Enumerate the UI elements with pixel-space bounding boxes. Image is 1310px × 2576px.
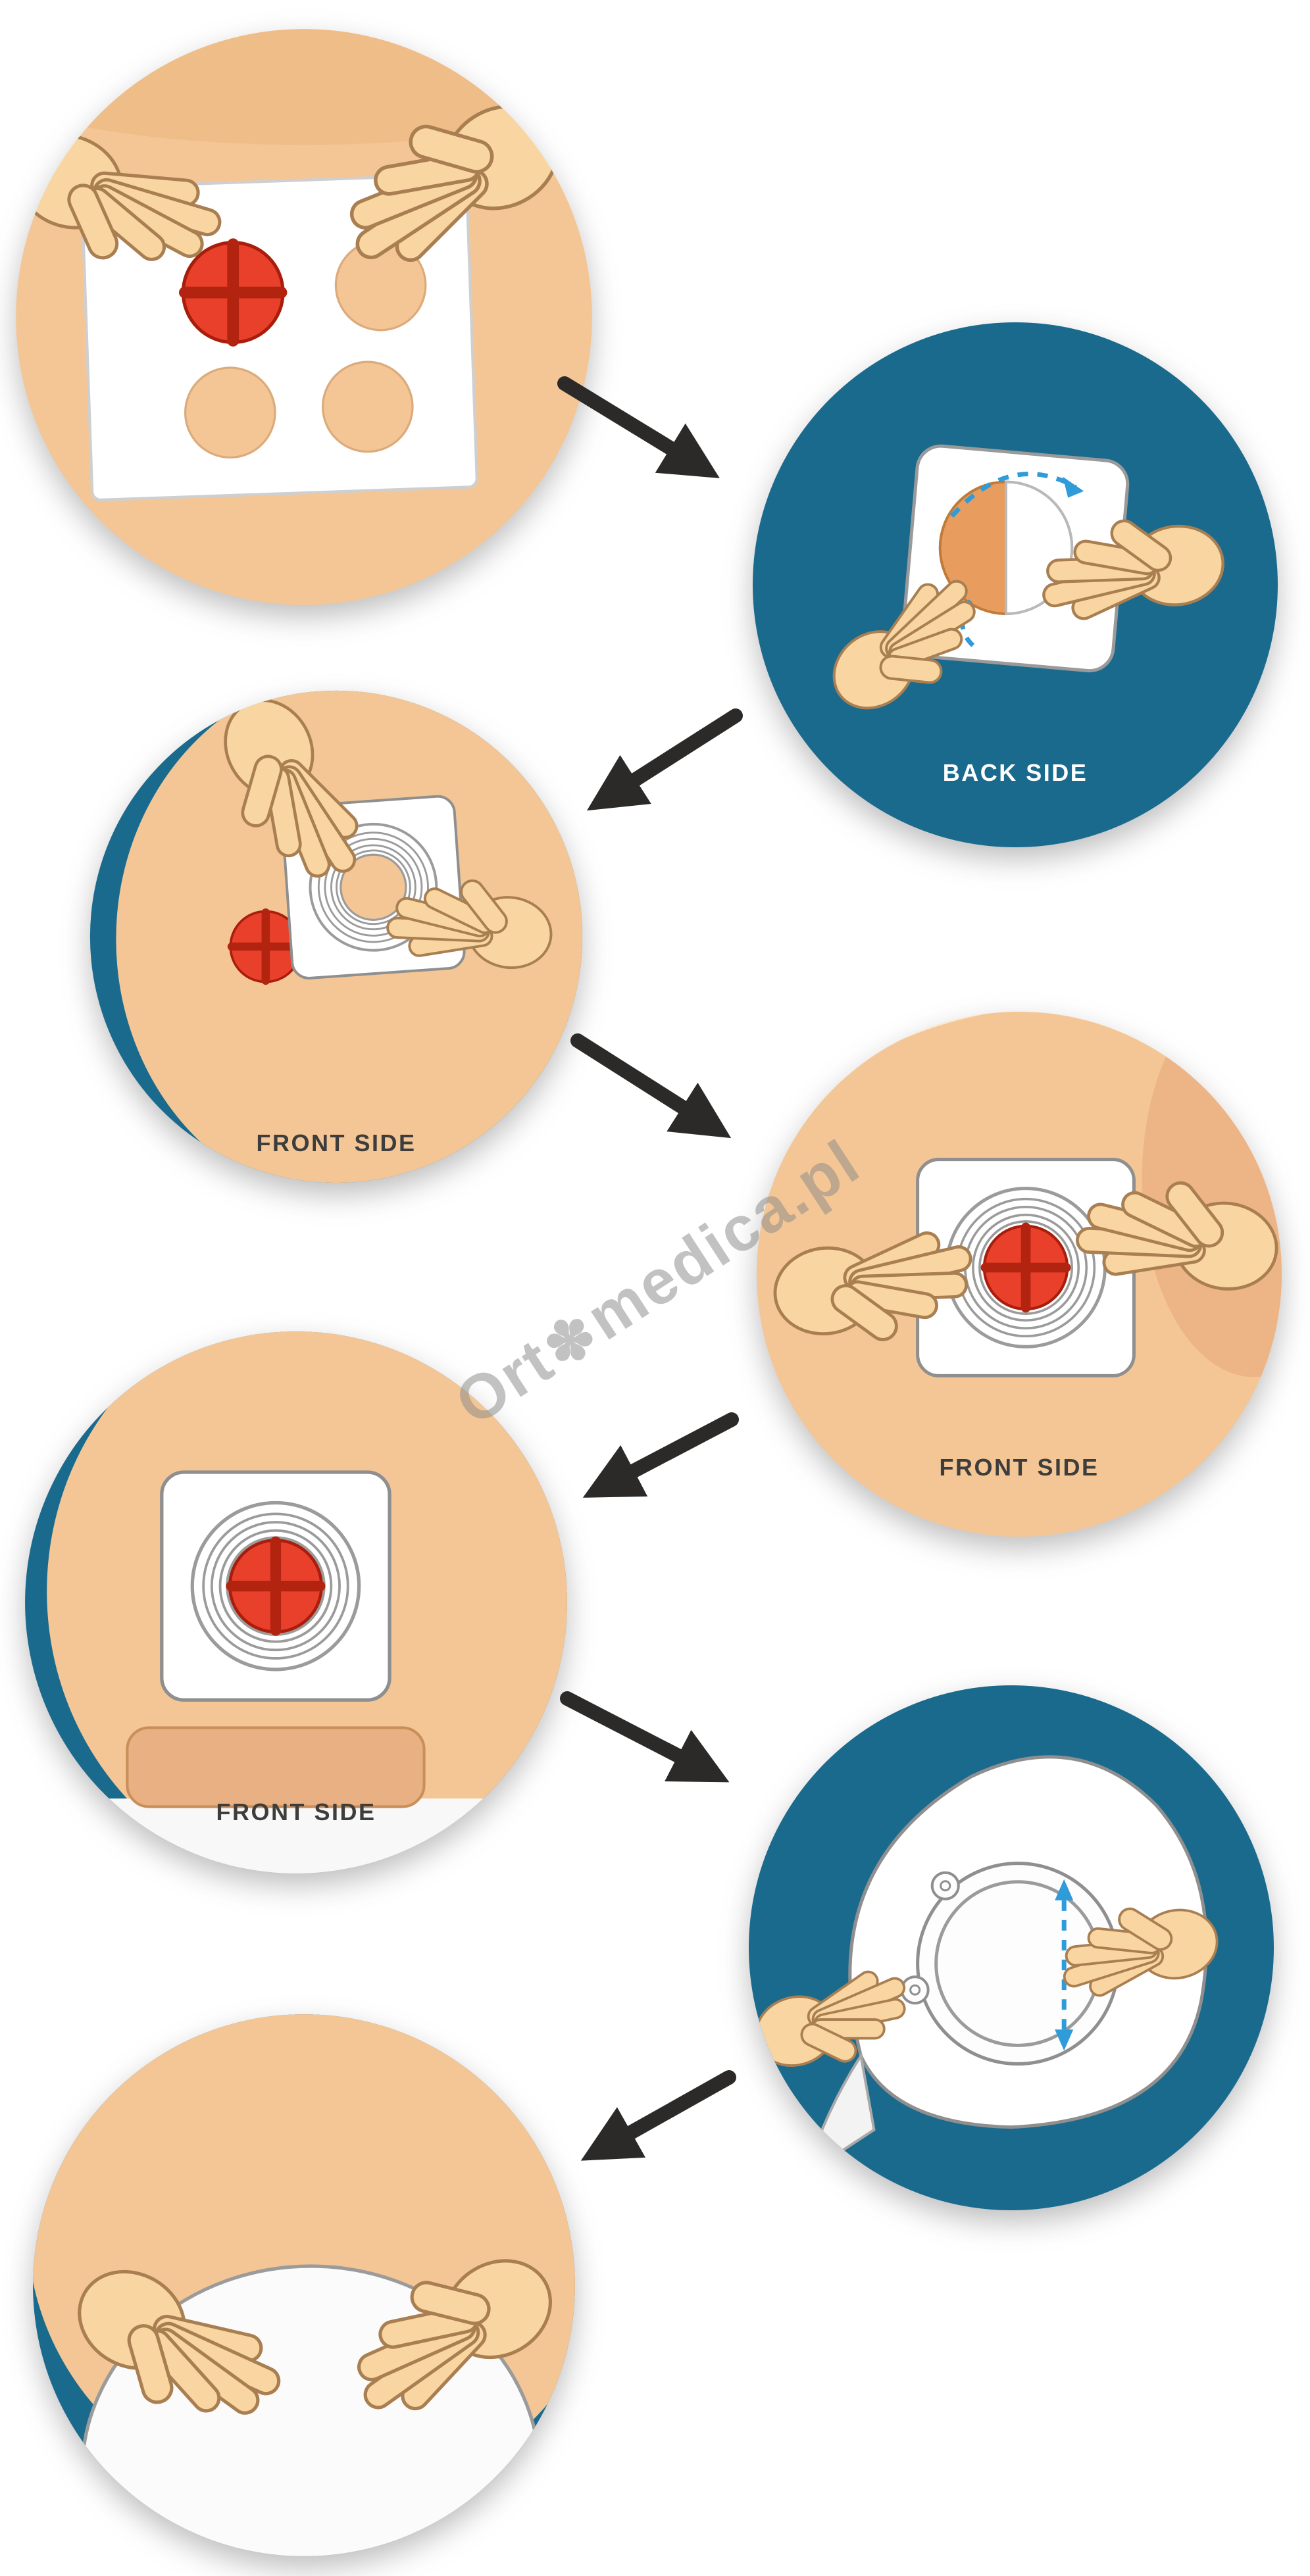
arrow-step2-to-step3-icon [586, 708, 743, 811]
step-4-label: FRONT SIDE [939, 1453, 1099, 1481]
peel-arrowhead-icon [1063, 476, 1084, 498]
step-7-press-pouch [32, 2013, 576, 2558]
peel-direction-arrow [950, 472, 1077, 518]
arrowhead-up-icon [1055, 1879, 1074, 1900]
baseplate-front [280, 793, 467, 981]
arrow-step4-to-step5-icon [582, 1412, 739, 1498]
arrow-step5-to-step6-icon [560, 1691, 730, 1783]
arrowhead-down-icon [1055, 2029, 1074, 2051]
step-2-illustration [753, 322, 1278, 847]
step-3-align-plate: FRONT SIDE [89, 689, 584, 1184]
template-hole [184, 366, 276, 459]
step-2-label: BACK SIDE [942, 758, 1088, 786]
waistband [126, 1726, 426, 1808]
step-4-press-plate: FRONT SIDE [755, 1010, 1283, 1538]
flange-tab-hole [940, 1880, 951, 1892]
step-5-illustration [25, 1331, 567, 1873]
template-hole [321, 360, 414, 453]
stoma-icon [183, 243, 283, 343]
baseplate-front [162, 1472, 390, 1700]
step-1-measure-template [14, 28, 593, 607]
step-5-plate-applied: FRONT SIDE [24, 1330, 568, 1875]
flange-tab-hole [909, 1984, 921, 1996]
step-3-illustration [89, 690, 583, 1183]
step-4-illustration [757, 1012, 1282, 1537]
arrow-step6-to-step7-icon [580, 2070, 736, 2161]
step-3-label: FRONT SIDE [256, 1129, 416, 1157]
flange-tab [900, 1975, 930, 2005]
step-7-illustration [33, 2014, 575, 2556]
flange-tab [930, 1871, 960, 1900]
step-1-illustration [16, 29, 592, 605]
step-6-illustration [749, 1685, 1274, 2210]
skin-shade [16, 29, 592, 145]
step-5-label: FRONT SIDE [216, 1798, 376, 1826]
step-2-peel-backing: BACK SIDE [751, 321, 1279, 849]
step-6-attach-pouch [747, 1684, 1275, 2212]
arrow-step3-to-step4-icon [570, 1033, 732, 1139]
